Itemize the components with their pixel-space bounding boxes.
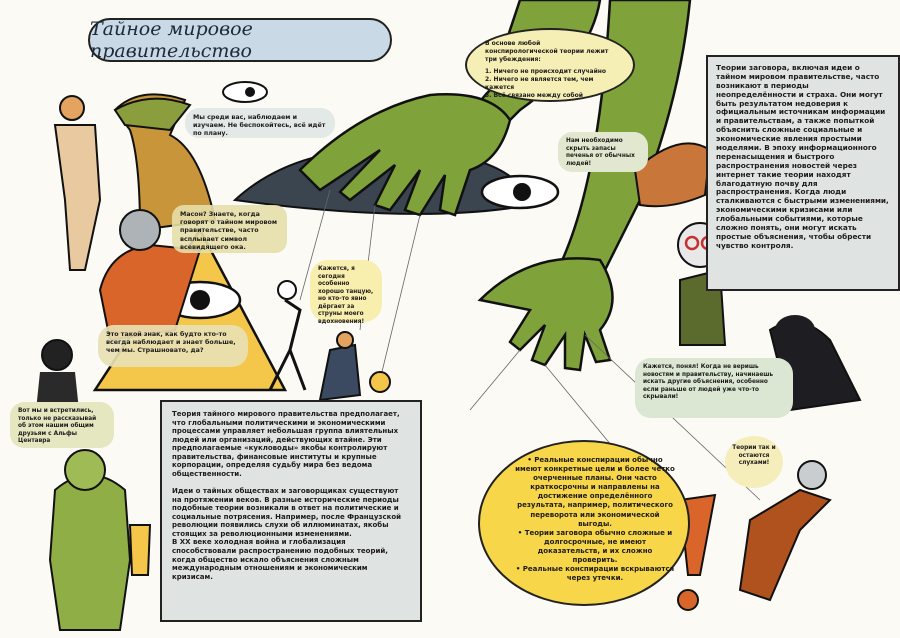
speech-bubble-reptile: Мы среди вас, наблюдаем и изучаем. Не бе…: [185, 108, 335, 138]
page-title: Тайное мировое правительство: [88, 18, 392, 62]
dancer-figure: [268, 298, 307, 391]
comparison-circle: • Реальные конспирации обычно имеют конк…: [478, 440, 690, 606]
speech-bubble-eye-sign: Это такой знак, как будто кто-то всегда …: [98, 325, 248, 367]
comparison-item: • Реальные конспирации вскрываются через…: [515, 565, 675, 583]
child-figure: [128, 524, 152, 576]
belief-item: 1. Ничего не происходит случайно: [485, 68, 607, 76]
alien-figure: [48, 474, 132, 631]
speech-bubble-masons: Масон? Знаете, когда говорят о тайном ми…: [172, 205, 287, 253]
man-figure: [53, 124, 102, 271]
speech-bubble-understood: Кажется, понял! Когда не веришь новостям…: [635, 358, 793, 418]
girl-figure: [41, 339, 73, 371]
speech-bubble-dancer: Кажется, я сегодня особенно хорошо танцу…: [310, 260, 382, 325]
green-hand-upper: [298, 93, 512, 217]
right-text-box: Теории заговора, включая идеи о тайном м…: [706, 55, 900, 291]
main-text-p1: Теория тайного мирового правительства пр…: [172, 410, 400, 478]
orange-person: [98, 243, 202, 342]
main-text-box: Теория тайного мирового правительства пр…: [160, 400, 422, 622]
beliefs-bubble: В основе любой конспирологической теории…: [465, 28, 635, 102]
right-text: Теории заговора, включая идеи о тайном м…: [716, 63, 889, 250]
green-hand-lower: [477, 257, 614, 372]
main-text-p3: В XX веке холодная война и глобализация …: [172, 538, 388, 581]
reptile-figure: [113, 93, 217, 232]
comparison-item: • Теории заговора обычно сложные и долго…: [517, 528, 673, 565]
speech-bubble-rumors: Теории так и остаются слухами!: [725, 436, 783, 488]
speech-bubble-aliens: Вот мы и встретились, только не рассказы…: [10, 402, 114, 448]
main-text-p2: Идеи о тайных обществах и заговорщиках с…: [172, 487, 402, 538]
belief-item: 2. Ничего не является тем, чем кажется: [485, 76, 594, 91]
running-man: [738, 488, 832, 602]
sitting-man: [318, 343, 362, 402]
speech-bubble-liver: Нам необходимо скрыть запасы печенья от …: [558, 132, 648, 172]
dog-figure: [369, 371, 391, 393]
beliefs-intro: В основе любой конспирологической теории…: [485, 40, 609, 63]
comparison-item: • Реальные конспирации обычно имеют конк…: [515, 456, 675, 528]
belief-item: 3. Всё связано между собой: [485, 91, 583, 99]
